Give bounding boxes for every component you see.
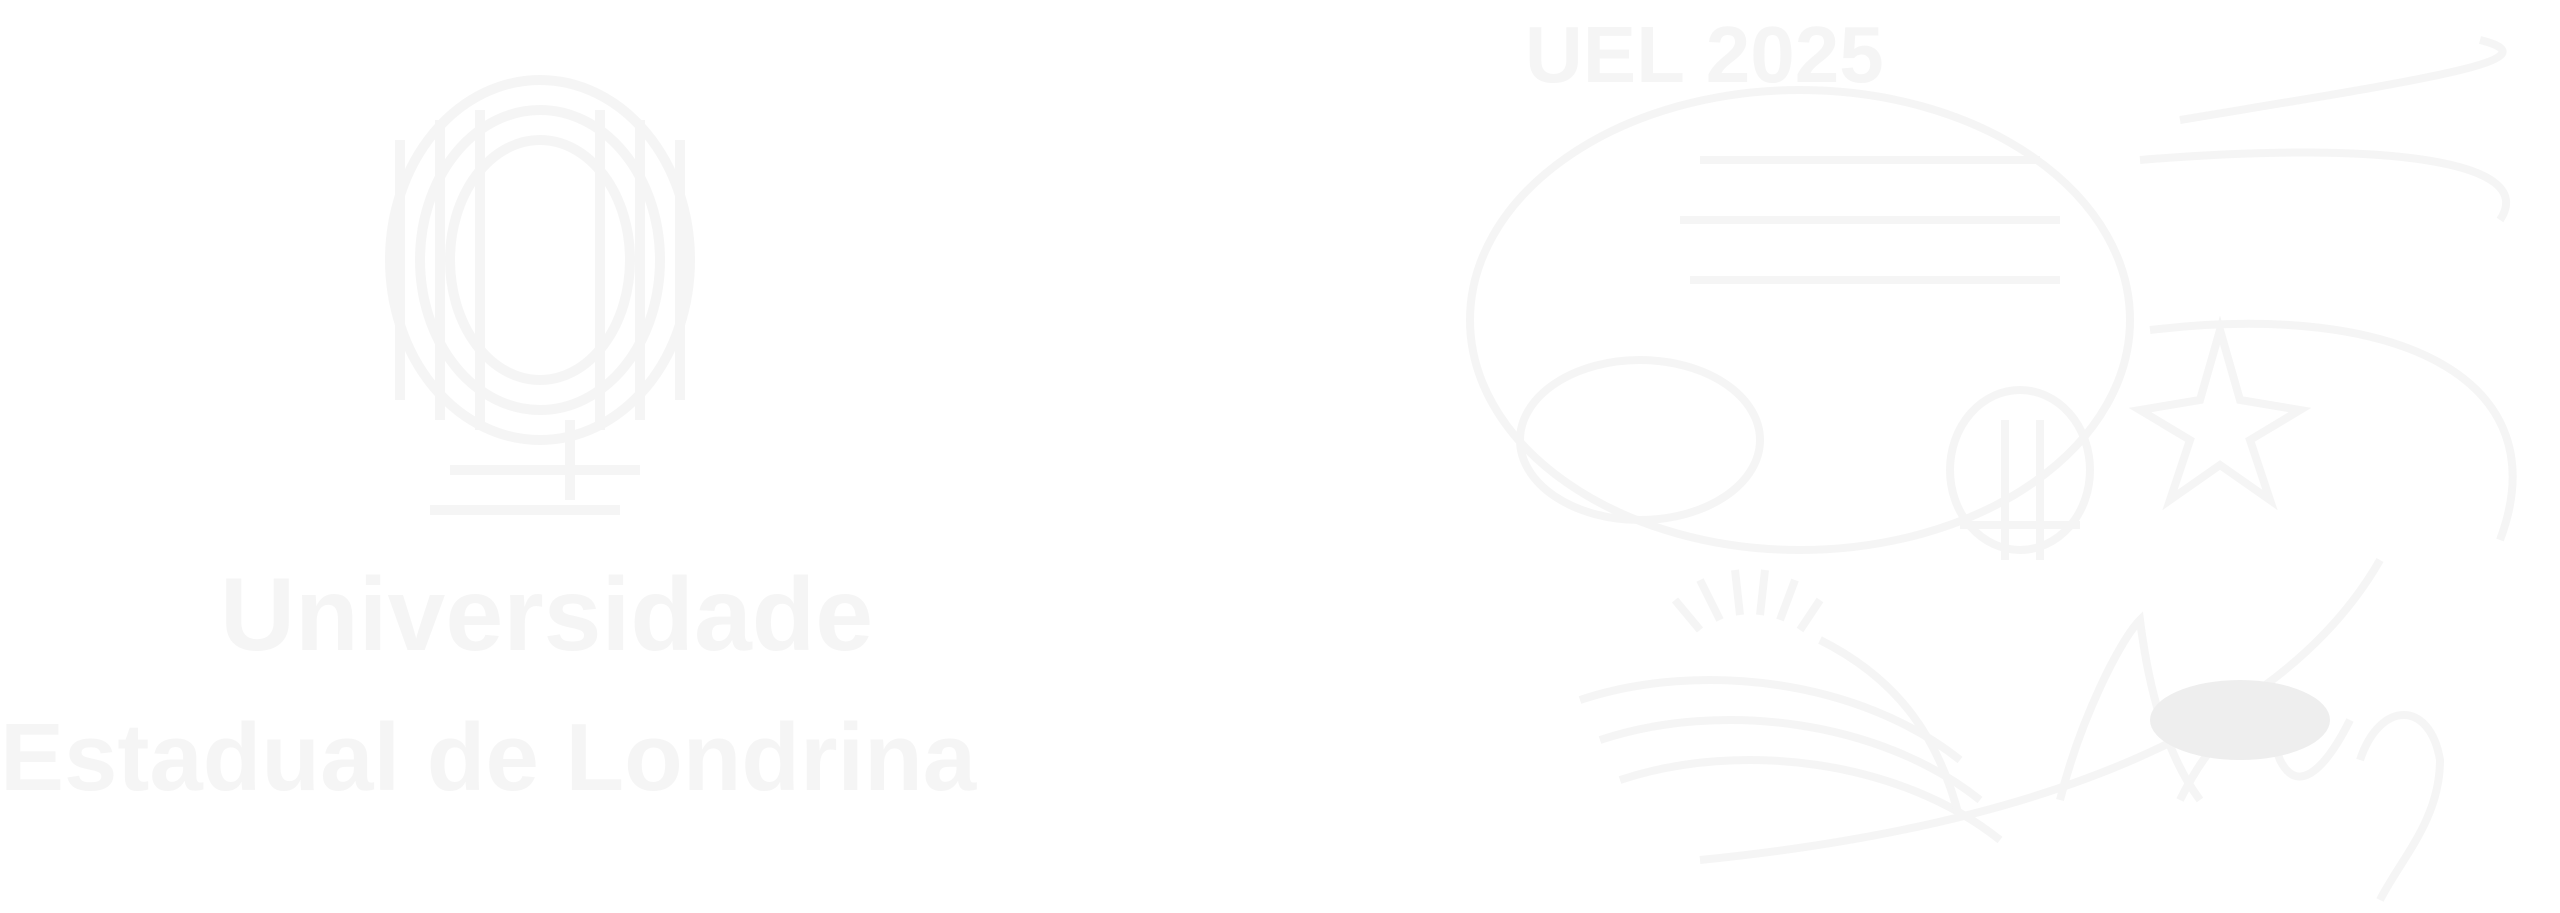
event-emblem (1466, 36, 2517, 902)
university-name-line-1: Universidade (220, 557, 873, 673)
event-emblem-shadow (2150, 680, 2330, 760)
university-name-line-2: Estadual de Londrina (0, 704, 977, 811)
event-edition-label: UEL 2025 (1525, 10, 1884, 99)
event-logo: UEL 2025 (1466, 10, 2517, 902)
university-logo: Universidade Estadual de Londrina (0, 75, 977, 811)
university-emblem (385, 75, 695, 515)
